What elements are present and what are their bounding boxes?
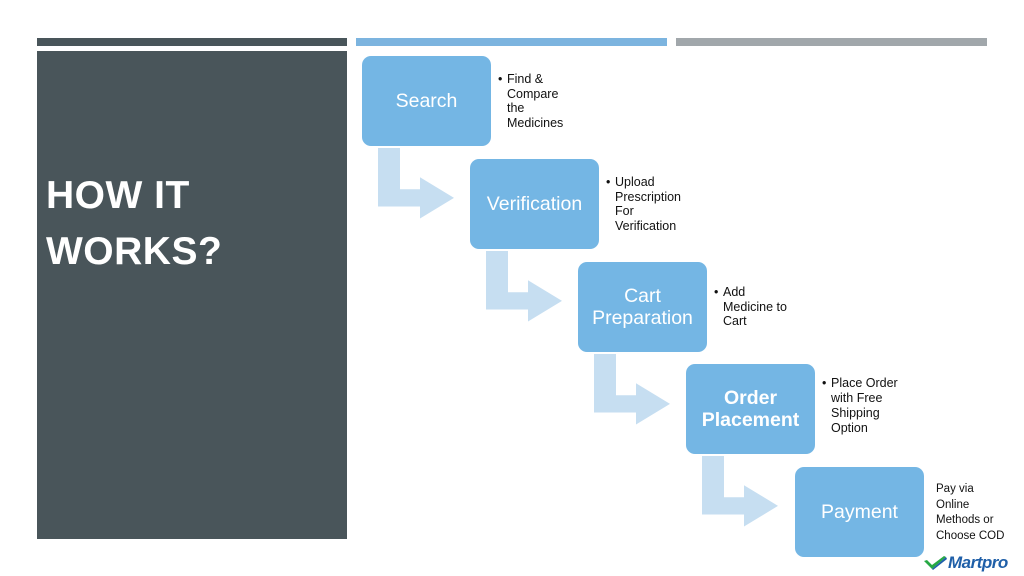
description-line: Upload: [615, 175, 655, 189]
bullet-icon: •: [606, 175, 611, 189]
slide-title-line-2: WORKS?: [46, 230, 223, 273]
step-arrow-3: [594, 354, 670, 425]
description-line: with Free: [831, 391, 883, 405]
step-arrow-1: [378, 148, 454, 219]
bullet-icon: •: [822, 376, 827, 390]
description-line: Medicines: [507, 115, 564, 130]
step-arrow-4: [702, 456, 778, 527]
description-line: Medicine to: [723, 299, 787, 314]
description-line: Online: [936, 498, 970, 511]
step-label: Payment: [821, 501, 898, 523]
step-label-line-2: Placement: [701, 409, 800, 431]
description-line: Compare: [507, 86, 559, 101]
connector-arrow-icon: [702, 456, 778, 527]
description-line: Place Order: [831, 376, 898, 390]
step-box-search: Search: [362, 56, 491, 146]
description-line: Pay via: [936, 483, 974, 495]
bullet-icon: •: [714, 285, 719, 299]
logo-text: Martpro: [948, 553, 1008, 572]
step-label: Verification: [486, 193, 583, 215]
description-line: Prescription: [615, 189, 681, 204]
step-box-verification: Verification: [470, 159, 599, 249]
top-accent-bar-blue: [356, 38, 667, 46]
martpro-check-icon: [924, 556, 947, 570]
description-line: Shipping: [831, 406, 880, 420]
title-panel: [37, 51, 347, 539]
bullet-icon: •: [498, 72, 503, 86]
step-description-payment: Pay via Online Methods or Choose COD: [936, 482, 1016, 544]
slide-title: HOW IT WORKS?: [46, 168, 222, 280]
step-label-line-1: Order: [723, 387, 778, 409]
top-accent-bar-gray: [676, 38, 987, 46]
step-description-order: • Place Order with Free Shipping Option: [822, 376, 911, 436]
description-line: Find &: [507, 72, 544, 86]
step-box-order-placement: Order Placement: [686, 364, 815, 454]
slide-title-line-1: HOW IT: [46, 174, 190, 217]
description-line: the: [507, 101, 525, 115]
description-line: Option: [831, 421, 868, 435]
connector-arrow-icon: [486, 251, 562, 322]
step-box-payment: Payment: [795, 467, 924, 557]
step-description-search: • Find & Compare the Medicines: [498, 72, 587, 130]
top-accent-bar-dark: [37, 38, 347, 46]
description-line: Choose COD: [936, 529, 1005, 542]
description-line: Methods or: [936, 514, 994, 526]
step-description-cart: • Add Medicine to Cart: [714, 285, 803, 329]
step-label-line-2: Preparation: [592, 307, 693, 329]
step-box-cart-preparation: Cart Preparation: [578, 262, 707, 352]
description-line: Cart: [723, 314, 747, 328]
step-label-line-1: Cart: [624, 285, 661, 307]
description-line: Add: [723, 285, 746, 299]
connector-arrow-icon: [378, 148, 454, 219]
description-line: For: [615, 204, 634, 218]
step-description-verification: • Upload Prescription For Verification: [606, 175, 705, 233]
martpro-logo: Martpro: [924, 552, 1024, 574]
connector-arrow-icon: [594, 354, 670, 425]
description-line: Verification: [615, 218, 677, 233]
step-arrow-2: [486, 251, 562, 322]
step-label: Search: [395, 90, 458, 112]
